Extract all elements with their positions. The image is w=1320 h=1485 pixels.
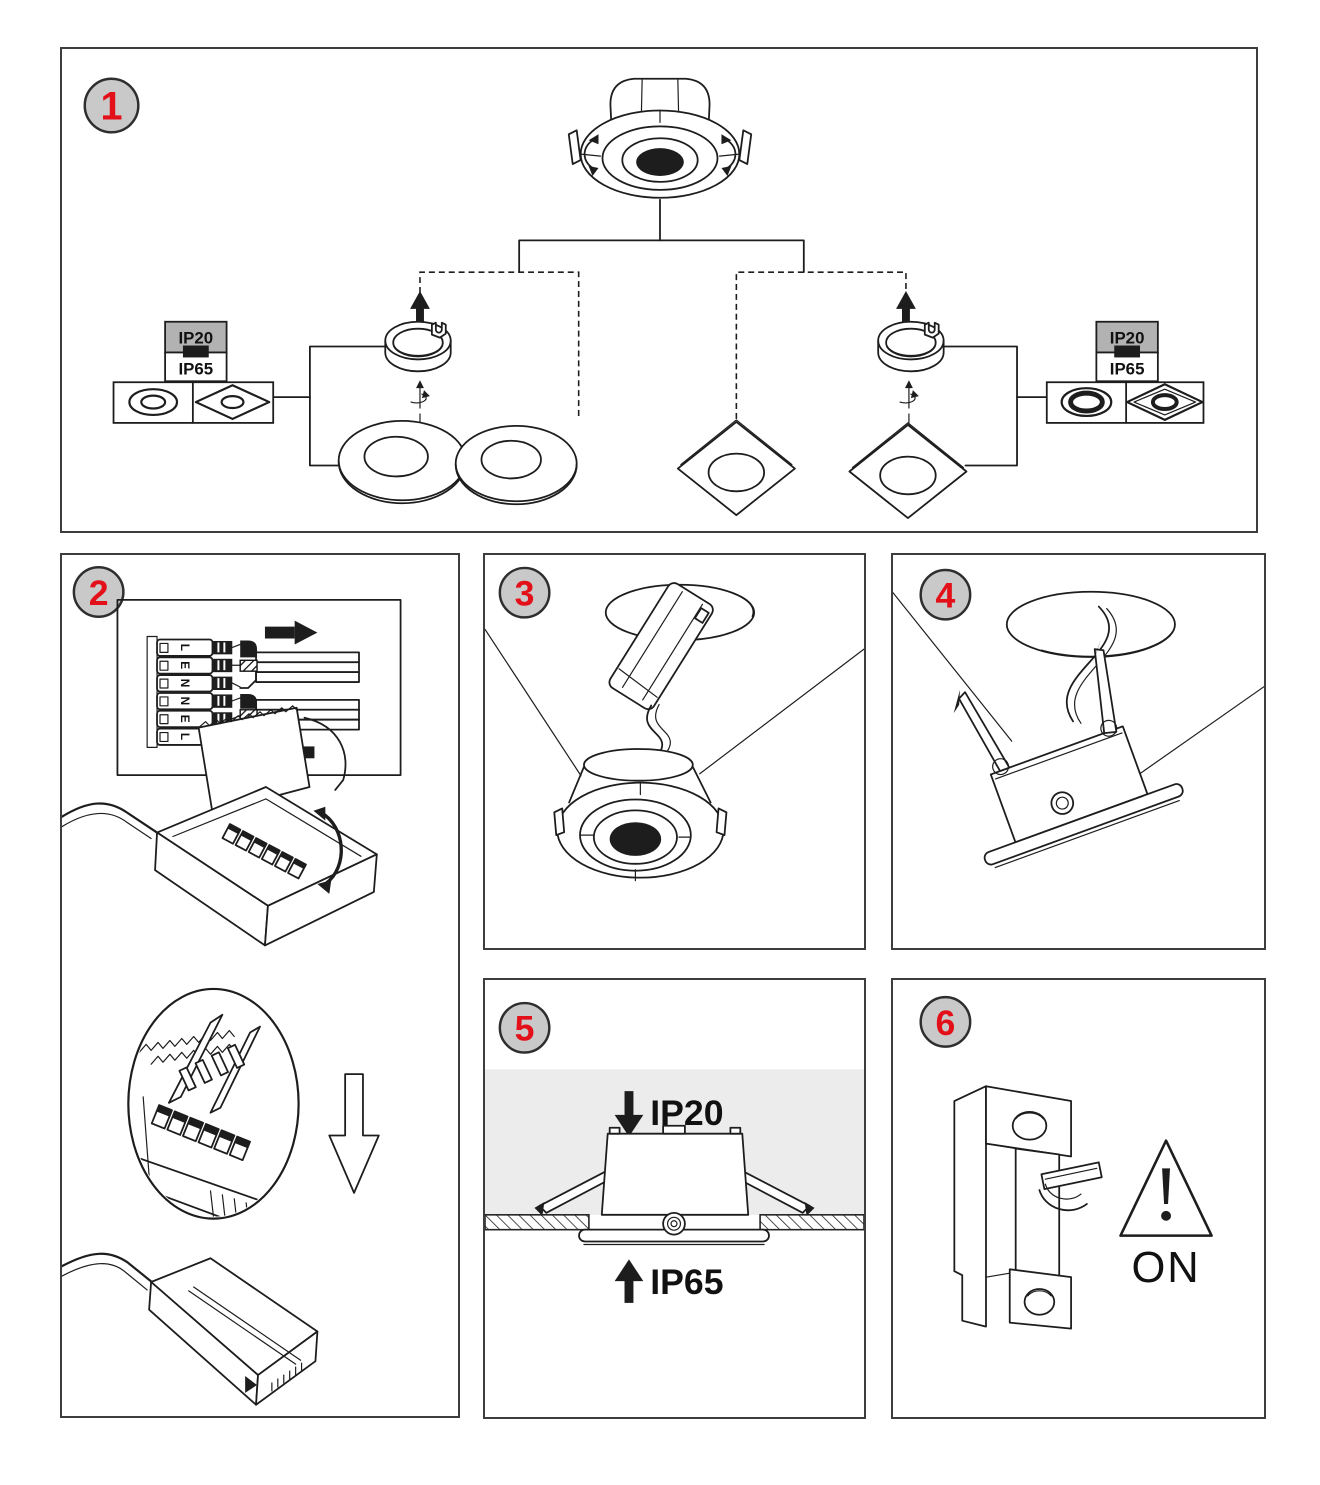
ip65-label: IP65 [178,359,213,378]
ip65-label: IP65 [1110,359,1145,378]
option-tree-lines [419,198,907,419]
step-number: 6 [936,1003,956,1043]
step-number: 5 [515,1009,535,1049]
side-tab [738,129,753,165]
neutral-wire-elbow [239,672,257,689]
panel-3-insert-driver: 3 [483,553,866,950]
fixture-with-clips-illustration [953,638,1184,869]
downlight-front-illustration [553,748,728,882]
clip-coil [1100,719,1118,737]
selector-tab [1114,345,1141,358]
downlight-fixture-illustration [567,77,753,199]
up-arrow-icon [896,290,916,331]
step-badge-2: 2 [72,565,125,618]
step-number: 2 [89,573,109,613]
square-trim-illustration [676,419,796,517]
ring-notch [923,321,940,339]
terminal-label: E [178,661,192,669]
warning-icon [1119,1139,1213,1237]
terminal-label: E [178,715,192,723]
step-badge-5: 5 [498,1001,551,1054]
ip-rating-badge-right: IP20 IP65 [1045,320,1205,424]
ip-rating-badge-left: IP20 IP65 [112,320,275,424]
circuit-breaker-illustration [953,1085,1103,1330]
step-badge-1: 1 [83,77,140,134]
side-tab [715,807,728,837]
selector-tab [182,345,209,358]
step-number: 1 [101,84,123,128]
rotate-icon [410,380,430,427]
terminal-row [221,823,307,880]
cable-illustration [231,640,360,743]
cable-gland [1050,791,1075,815]
connector-box-open-illustration [62,705,378,947]
right-arrow-icon [264,620,318,645]
connector-ribs [271,1362,303,1392]
terminal-label: L [178,644,192,651]
leader-line [485,628,582,777]
panel-5-ip-zones: 5 IP20 IP65 [483,978,866,1419]
spring-clip [958,691,1011,772]
up-arrow-icon [614,1259,644,1303]
live-wire-elbow [240,640,258,658]
panel-1-overview: 1 [60,47,1258,533]
step-badge-6: 6 [919,995,972,1048]
earth-wire-elbow [239,659,258,672]
serrated-lid-edge [198,705,298,729]
terminal-label: L [178,733,192,740]
panel-6-power-on: 6 ON [891,978,1266,1419]
leader-line [1137,686,1264,776]
square-trim-bold-icon [1126,383,1204,422]
retaining-ring-illustration [384,320,452,373]
trim-flange [983,783,1184,866]
side-tab [553,807,566,837]
leader-line [699,648,864,775]
panel-2-wiring: 2 L E N [60,553,460,1418]
cable-gland [662,1211,686,1236]
clip-coil [992,758,1010,776]
step-badge-3: 3 [498,566,551,619]
panel-4-insert-fixture: 4 [891,553,1266,950]
round-trim-illustration [454,424,578,506]
step-number: 4 [936,576,956,616]
square-trim-illustration [848,422,968,519]
driver-box-illustration [62,1252,319,1406]
down-arrow-outline-icon [328,1073,380,1194]
down-arrow-icon [614,1091,644,1137]
rotate-arrow-icon [583,134,737,176]
ip65-label: IP65 [650,1262,723,1302]
magnifier-detail [127,987,300,1220]
terminal-label: N [178,679,192,688]
round-trim-illustration [337,420,467,505]
spring-clip [1093,648,1118,735]
ip20-label: IP20 [650,1093,723,1133]
ceiling-cross-section [485,1214,864,1231]
ip65-callout: IP65 [614,1259,724,1303]
ceiling-hole-illustration [1005,590,1176,658]
step-badge-4: 4 [919,568,972,621]
driver-through-hole-illustration [608,582,714,711]
retaining-ring-illustration [877,320,945,373]
ip20-label: IP20 [1110,329,1145,348]
on-label: ON [1131,1244,1200,1292]
open-close-arrow-icon [313,806,343,894]
bracket-lines [272,345,1048,467]
rotate-icon [899,380,919,427]
toggle-lever [1038,1161,1103,1212]
up-arrow-icon [410,290,430,331]
leader-line [893,592,1013,742]
can-body [600,1132,750,1216]
round-trim-bold-icon [1060,387,1113,418]
live-wire-elbow [240,693,258,709]
terminal-label: N [178,697,192,706]
square-trim-icon [194,384,271,421]
round-trim-icon [128,388,179,417]
ring-notch [430,321,447,339]
step-number: 3 [515,574,535,614]
latch-tab [245,1376,258,1393]
recessed-can-illustration [534,1124,815,1246]
side-tab [567,129,582,165]
ip20-label: IP20 [178,329,213,348]
